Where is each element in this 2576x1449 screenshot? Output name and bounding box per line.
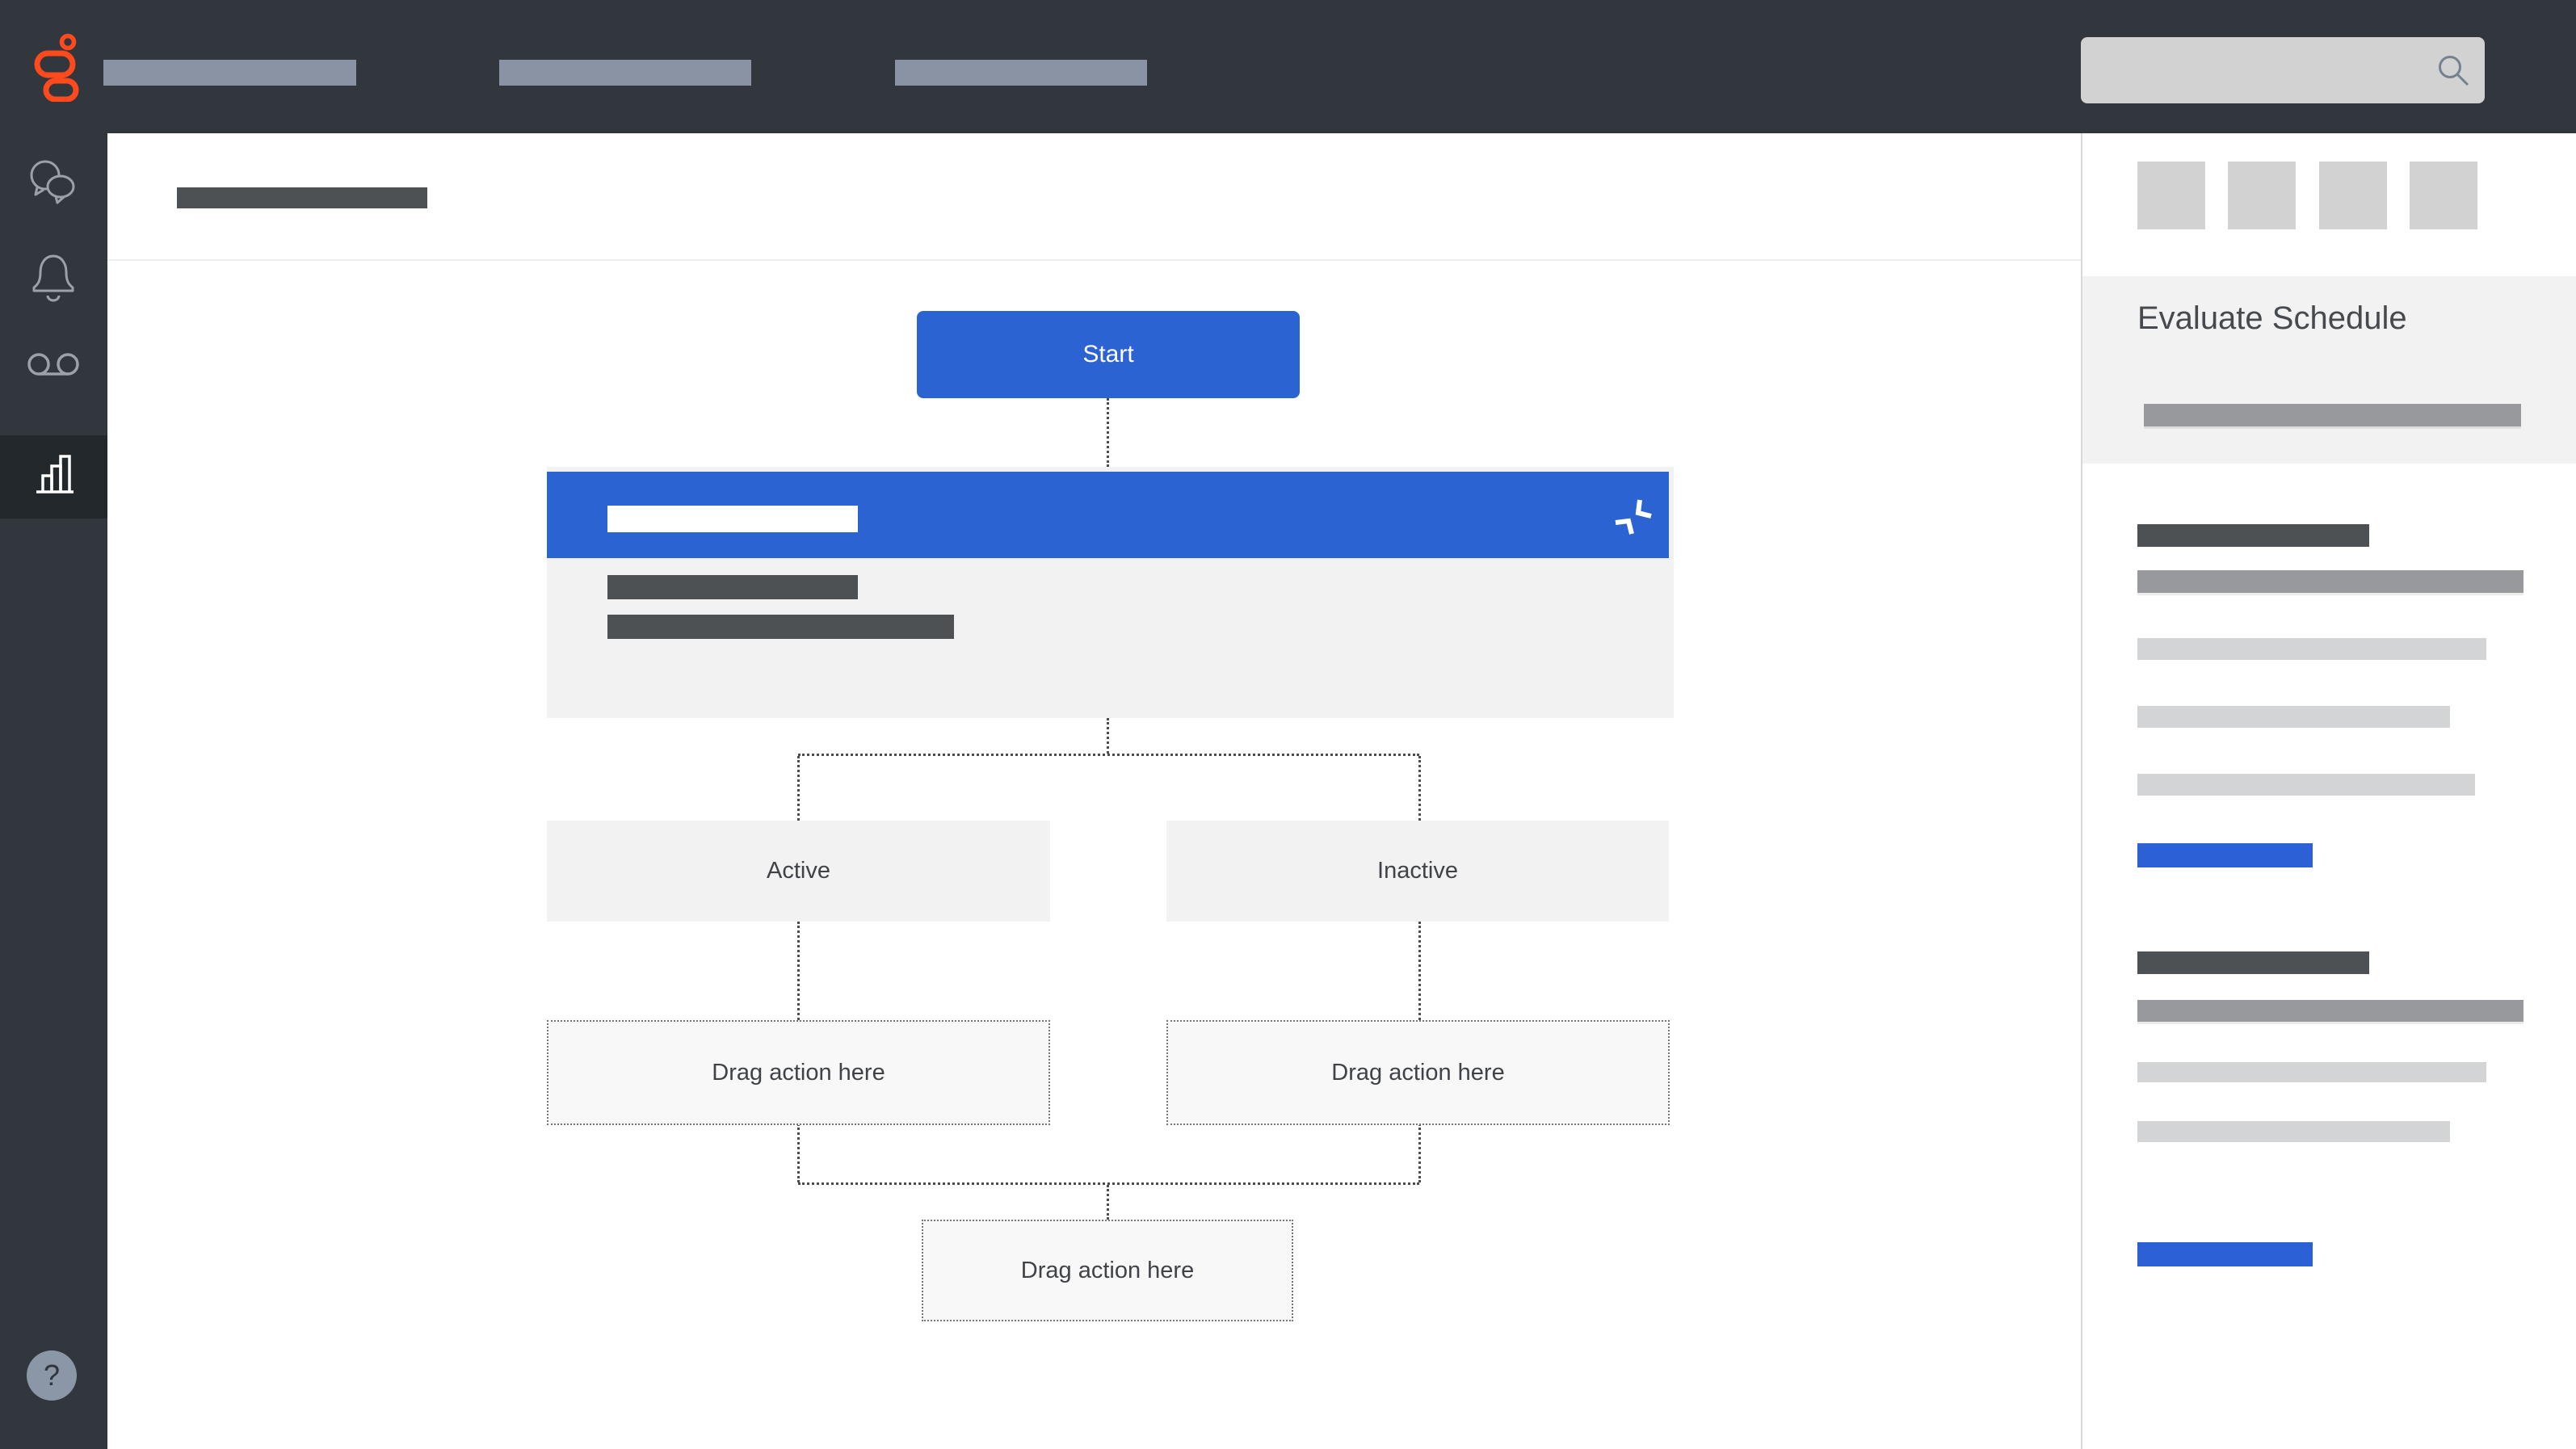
panel-section2-text-placeholder-3 — [2137, 1121, 2450, 1142]
page-title-placeholder — [177, 187, 427, 208]
connector-left-drop1 — [797, 756, 800, 821]
connector-right-drop1 — [1418, 756, 1421, 821]
panel-section1-text-placeholder-3 — [2137, 706, 2450, 728]
panel-toolbar-button-2[interactable] — [2228, 162, 2296, 229]
drop-zone-merged[interactable]: Drag action here — [922, 1220, 1293, 1321]
connector-join-to-bottom-dropzone — [1107, 1185, 1109, 1220]
collapse-icon — [1615, 499, 1652, 535]
header-divider — [107, 259, 2081, 261]
sidebar: ? — [0, 133, 107, 1449]
panel-section2-text-placeholder-2 — [2137, 1062, 2486, 1082]
panel-title: Evaluate Schedule — [2137, 300, 2407, 336]
panel-header — [2082, 276, 2576, 464]
connector-branch-join — [798, 1182, 1419, 1185]
panel-toolbar-button-1[interactable] — [2137, 162, 2205, 229]
connector-active-to-dropzone — [797, 922, 800, 1020]
node-text-placeholder-1 — [607, 575, 858, 599]
panel-section1-text-placeholder-4 — [2137, 774, 2475, 796]
top-bar — [0, 0, 2576, 133]
node-text-placeholder-2 — [607, 615, 954, 639]
app-logo-icon[interactable] — [31, 32, 81, 102]
connector-inactive-to-dropzone — [1418, 922, 1421, 1020]
chat-icon[interactable] — [26, 158, 79, 208]
search-input[interactable] — [2094, 37, 2428, 105]
bell-icon[interactable] — [30, 250, 77, 307]
panel-toolbar-button-4[interactable] — [2410, 162, 2477, 229]
connector-start-to-card — [1107, 398, 1109, 467]
connector-branch-top — [798, 754, 1419, 756]
drop-zone-inactive[interactable]: Drag action here — [1166, 1020, 1670, 1125]
voicemail-icon[interactable] — [25, 350, 82, 380]
nav-item-placeholder-1[interactable] — [103, 60, 356, 86]
branch-node-inactive[interactable]: Inactive — [1166, 821, 1669, 922]
panel-section1-action-button[interactable] — [2137, 843, 2313, 867]
sidebar-item-performance[interactable] — [0, 435, 107, 519]
bar-chart-icon — [36, 455, 74, 494]
panel-section1-text-placeholder-2 — [2137, 638, 2486, 660]
panel-toolbar-button-3[interactable] — [2319, 162, 2387, 229]
search-box[interactable] — [2081, 37, 2485, 105]
panel-section2-heading-placeholder — [2137, 951, 2369, 974]
connector-dropzone-right-down — [1418, 1124, 1421, 1182]
panel-section1-text-placeholder-1 — [2137, 570, 2523, 593]
panel-section1-heading-placeholder — [2137, 524, 2369, 547]
panel-subtitle-placeholder — [2144, 404, 2521, 426]
nav-item-placeholder-3[interactable] — [895, 60, 1147, 86]
drop-zone-active[interactable]: Drag action here — [547, 1020, 1050, 1125]
panel-section2-text-placeholder-1 — [2137, 1000, 2523, 1022]
start-node[interactable]: Start — [917, 311, 1300, 398]
connector-dropzone-left-down — [797, 1124, 800, 1182]
sidebar-active-highlight — [0, 435, 107, 519]
help-button[interactable]: ? — [27, 1350, 77, 1401]
search-icon[interactable] — [2435, 52, 2472, 89]
node-title-placeholder — [607, 506, 858, 532]
panel-section2-action-button[interactable] — [2137, 1242, 2313, 1266]
nav-item-placeholder-2[interactable] — [499, 60, 751, 86]
collapse-node-button[interactable] — [1610, 496, 1657, 543]
branch-node-active[interactable]: Active — [547, 821, 1050, 922]
connector-card-to-branch — [1107, 718, 1109, 754]
